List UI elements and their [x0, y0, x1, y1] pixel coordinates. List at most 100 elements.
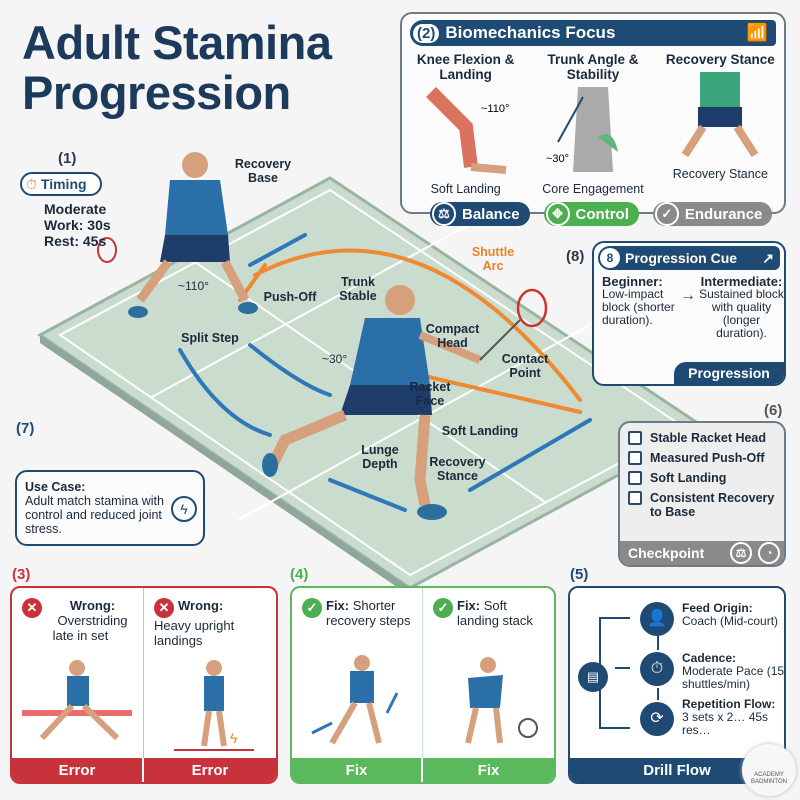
drill-step: Feed Origin:Coach (Mid-court) — [682, 602, 784, 628]
error-label: Wrong: — [178, 598, 224, 613]
biomech-header: (2) Biomechanics Focus 📶 — [410, 20, 776, 46]
shuttle-feeder-icon: ▤ — [578, 662, 608, 692]
move-icon: ✥ — [545, 202, 570, 226]
trend-up-icon: ↗ — [762, 249, 774, 266]
beginner-block: Beginner: Low-impact block (shorter dura… — [602, 275, 680, 327]
label-recovery-base: Recovery Base — [234, 157, 292, 185]
error-card: ✕Wrong:Heavy upright landings ϟ — [144, 588, 276, 782]
trunk-angle: ~30° — [546, 153, 569, 165]
error-footer: Error — [144, 758, 276, 782]
fix-card: ✓Fix: Shorter recovery steps — [292, 588, 423, 782]
checkpoint-item[interactable]: Stable Racket Head — [628, 431, 784, 445]
label-split-step: Split Step — [181, 331, 239, 345]
academy-logo: ACADEMY BADMINTON — [742, 744, 796, 796]
checkpoint-item[interactable]: Soft Landing — [628, 471, 784, 485]
fix-label: Fix: — [457, 598, 481, 613]
move-arrow — [468, 418, 592, 492]
knee-angle: ~110° — [481, 103, 509, 115]
gauge-icon: ◔ — [758, 542, 780, 564]
knee-illustration: ~110° — [425, 87, 509, 174]
x-icon: ✕ — [22, 598, 42, 618]
error-footer: Error — [12, 758, 144, 782]
col-heading: Knee Flexion & Landing — [416, 52, 515, 82]
checkpoint-footer-label: Checkpoint — [628, 545, 705, 561]
section-badge: 8 — [600, 248, 620, 268]
beginner-text: Low-impact block (shorter duration). — [602, 287, 675, 327]
coach-icon: 👤 — [640, 602, 674, 636]
biomech-col-trunk: Trunk Angle & Stability ~30° Core Engage… — [529, 52, 656, 196]
checkpoint-label: Consistent Recovery to Base — [650, 491, 775, 519]
drill-flow-connectors — [599, 617, 659, 729]
label-lunge-depth: Lunge Depth — [361, 443, 399, 471]
fix-footer: Fix — [423, 758, 554, 782]
drill-step: Cadence:Moderate Pace (15 shuttles/min) — [682, 651, 785, 691]
progression-header: 8 Progression Cue ↗ — [598, 246, 780, 270]
biomechanics-panel: (2) Biomechanics Focus 📶 Knee Flexion & … — [400, 12, 786, 214]
pill-control: ✥Control — [543, 202, 639, 226]
arrow-right-icon: → — [680, 287, 696, 304]
timing-label: Timing — [40, 176, 87, 192]
label-trunk-angle: ~30° — [322, 352, 348, 366]
intermediate-block: Intermediate: Sustained block with quali… — [699, 275, 784, 340]
checkbox[interactable] — [628, 431, 642, 445]
pill-label: Endurance — [684, 205, 763, 223]
label-push-off: Push-Off — [263, 290, 317, 304]
check-circle-icon: ✓ — [654, 202, 679, 226]
checkbox[interactable] — [628, 451, 642, 465]
player-lunge — [262, 285, 548, 520]
panel-title: Biomechanics Focus — [445, 23, 616, 42]
scale-icon: ⚖ — [432, 202, 456, 226]
fix-text: Shorter recovery steps — [326, 598, 411, 628]
biomech-col-knee: Knee Flexion & Landing ~110° Soft Landin… — [402, 52, 529, 196]
beginner-label: Beginner: — [602, 274, 663, 289]
checkpoint-label: Measured Push-Off — [650, 451, 765, 465]
push-arrow — [418, 373, 582, 414]
pill-balance: ⚖Balance — [430, 202, 530, 226]
move-arrow — [178, 348, 272, 437]
drill-step-text: Moderate Pace (15 shuttles/min) — [682, 664, 785, 691]
drill-step-label: Cadence: — [682, 651, 737, 665]
checkpoint-item[interactable]: Measured Push-Off — [628, 451, 784, 465]
section-number: (2) — [413, 23, 440, 43]
checkpoint-item[interactable]: Consistent Recovery to Base — [628, 491, 784, 519]
progression-panel: 8 Progression Cue ↗ Beginner: Low-impact… — [592, 241, 786, 386]
check-icon: ✓ — [302, 598, 322, 618]
use-case-label: Use Case: — [25, 480, 86, 494]
label-contact-point: Contact Point — [501, 352, 549, 380]
page-title: Adult Stamina Progression — [22, 16, 332, 119]
section-number: (8) — [566, 248, 585, 265]
drill-step-text: Coach (Mid-court) — [682, 614, 779, 628]
section-number: (3) — [12, 566, 31, 583]
label-trunk-stable: Trunk Stable — [339, 275, 377, 303]
label-racket-face: Racket Face — [409, 380, 451, 408]
biomech-col-stance: Recovery Stance Recovery Stance — [657, 52, 784, 196]
svg-text:ϟ: ϟ — [230, 730, 238, 746]
error-card: ✕Wrong:Overstriding late in set — [12, 588, 144, 782]
use-case-panel: Use Case: Adult match stamina with contr… — [15, 470, 205, 546]
fix-card: ✓Fix: Soft landing stack — [423, 588, 554, 782]
col-heading: Recovery Stance — [665, 52, 775, 67]
timing-work: Moderate Work: 30s — [44, 201, 111, 233]
col-caption: Core Engagement — [542, 182, 644, 196]
move-arrow — [328, 478, 407, 512]
section-number: (7) — [16, 420, 35, 437]
progression-footer: Progression — [674, 362, 784, 384]
col-heading: Trunk Angle & Stability — [547, 52, 639, 82]
checkbox[interactable] — [628, 471, 642, 485]
fixes-panel: ✓Fix: Shorter recovery steps ✓Fix: Soft … — [290, 586, 556, 784]
check-icon: ✓ — [433, 598, 453, 618]
repeat-icon: ⟳ — [640, 702, 674, 736]
soft-landing-illustration — [465, 657, 538, 744]
intermediate-text: Sustained block with quality (longer dur… — [699, 287, 784, 340]
checkbox[interactable] — [628, 491, 642, 505]
move-arrow — [248, 343, 332, 397]
section-number: (5) — [570, 566, 589, 583]
label-knee-angle: ~110° — [178, 279, 209, 293]
timing-badge: ⏱ Timing — [20, 172, 102, 196]
timing-rest: Rest: 45s — [44, 233, 107, 249]
error-text: Heavy upright landings — [154, 618, 235, 648]
drill-step-label: Repetition Flow: — [682, 697, 776, 711]
checkpoint-panel: Stable Racket Head Measured Push-Off Sof… — [618, 421, 786, 567]
